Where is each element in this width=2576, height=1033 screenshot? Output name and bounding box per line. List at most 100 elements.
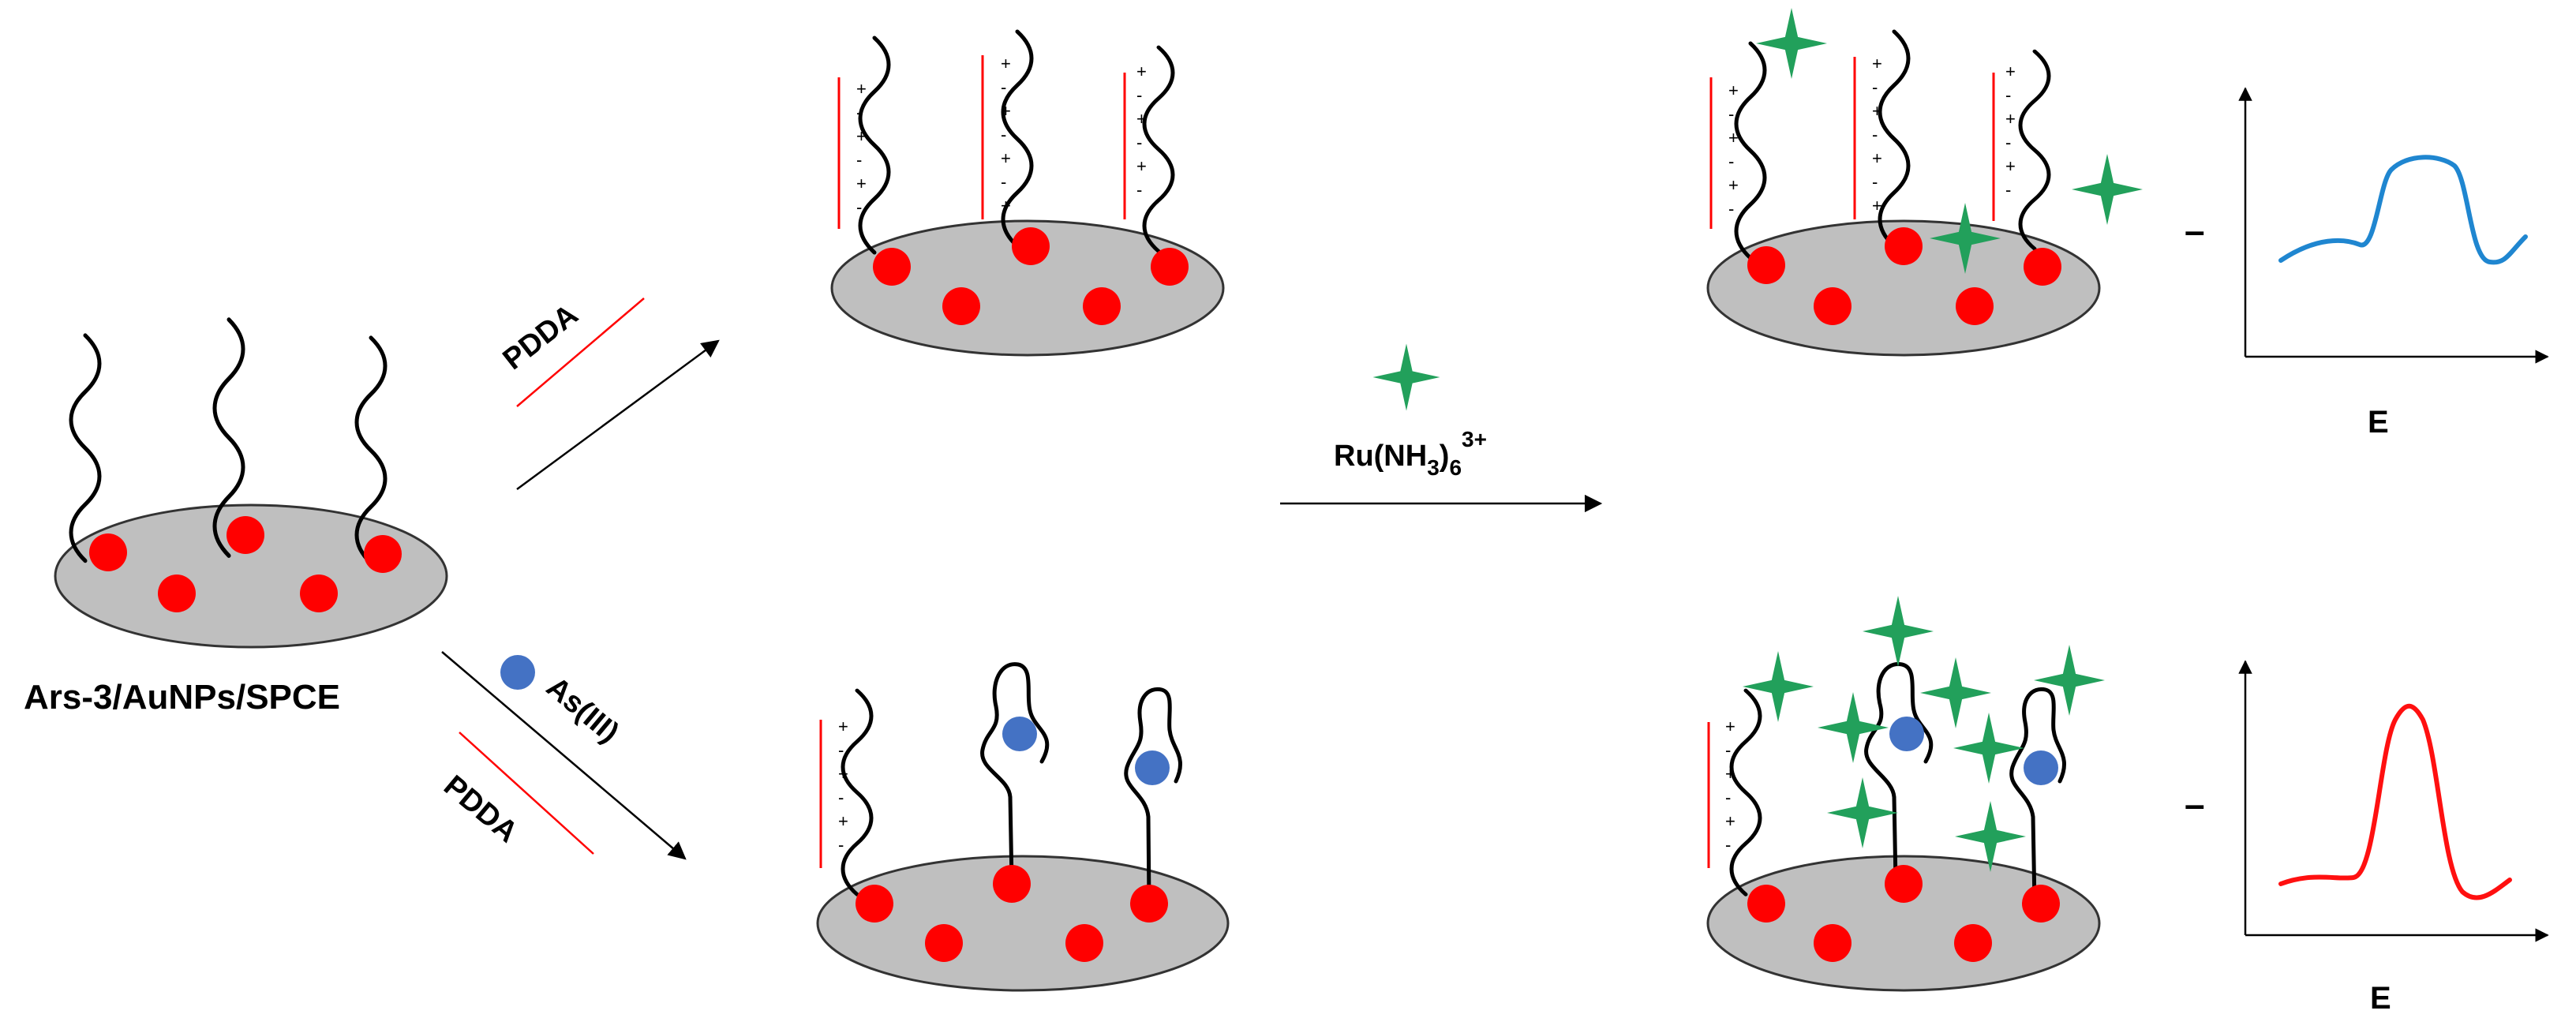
charge-sign: -	[1136, 180, 1142, 200]
charge-sign: -	[1728, 104, 1734, 124]
gold-nanoparticle	[1151, 248, 1189, 286]
charge-sign: +	[1872, 148, 1882, 168]
charge-sign: -	[838, 788, 844, 807]
ruthenium-complex	[1827, 777, 1898, 848]
gold-nanoparticle	[2024, 248, 2061, 286]
charge-sign: +	[1001, 101, 1011, 121]
gold-nanoparticle	[942, 287, 980, 325]
gold-nanoparticle	[1885, 865, 1923, 903]
charge-column: +-+-+-+	[1872, 54, 1882, 215]
gold-nanoparticle	[856, 885, 893, 923]
charge-sign: +	[856, 79, 867, 99]
charge-sign: -	[1001, 125, 1006, 144]
gold-nanoparticle	[1747, 246, 1785, 284]
charge-sign: -	[2005, 85, 2011, 105]
aptamer-strand	[1880, 32, 1908, 246]
charge-sign: +	[1725, 717, 1735, 736]
charge-sign: -	[2005, 180, 2011, 200]
upper-middle-electrode: +-+-+- +-+-+-+ +-+-+-	[830, 32, 1225, 357]
charge-sign: -	[1725, 835, 1731, 855]
gold-nanoparticle	[300, 575, 338, 612]
pdda-upper-arrow	[516, 339, 720, 491]
folded-aptamer	[2009, 687, 2066, 906]
gold-nanoparticle	[1814, 924, 1852, 962]
charge-sign: -	[856, 197, 862, 217]
arsenic-bound	[1002, 717, 1037, 751]
charge-sign: +	[856, 126, 867, 146]
ruthenium-complex	[1743, 651, 1814, 722]
charge-sign: -	[1872, 125, 1878, 144]
charge-sign: -	[1001, 172, 1006, 192]
charge-column: +-+-+-	[1725, 717, 1735, 855]
ruthenium-complex	[2072, 154, 2143, 225]
charge-sign: +	[1728, 175, 1739, 195]
lower-middle-electrode: +-+-+-	[816, 662, 1230, 992]
gold-nanoparticle	[993, 865, 1031, 903]
charge-sign: +	[1872, 54, 1882, 73]
pdda-upper-marker	[516, 298, 645, 407]
electrode-disc	[830, 219, 1225, 357]
charge-sign: +	[1872, 196, 1882, 215]
ruthenium-step: Ru(NH3)63+	[1280, 343, 1603, 513]
gold-nanoparticle	[158, 575, 196, 612]
arsenic-label: As(III)	[540, 671, 625, 750]
gold-nanoparticle	[1954, 924, 1992, 962]
charge-sign: -	[856, 150, 862, 170]
pdda-upper-label: PDDA	[497, 298, 585, 376]
charge-sign: +	[838, 764, 848, 784]
gold-nanoparticle	[1065, 924, 1103, 962]
charge-column: +-+-+-	[1728, 80, 1739, 219]
charge-sign: -	[1725, 788, 1731, 807]
charge-sign: +	[1001, 54, 1011, 73]
aptamer-strand	[1732, 691, 1760, 894]
folded-aptamer	[980, 662, 1050, 885]
pdda-upper-step: PDDA	[497, 298, 720, 491]
aptamer-strand	[1144, 47, 1173, 251]
charge-sign: -	[838, 740, 844, 760]
charge-sign: +	[1136, 109, 1147, 129]
gold-nanoparticle	[227, 516, 264, 554]
charge-column: +-+-+-	[838, 717, 848, 855]
gold-nanoparticle	[873, 248, 911, 286]
ruthenium-complex	[2034, 645, 2105, 716]
arsenic-icon	[500, 655, 535, 690]
charge-sign: +	[1725, 764, 1735, 784]
gold-nanoparticle	[1814, 287, 1852, 325]
electrode-disc	[54, 503, 448, 649]
gold-nanoparticle	[364, 535, 402, 573]
lower-right-electrode: +-+-+-	[1706, 596, 2105, 992]
electrode-disc	[1706, 855, 2101, 992]
voltammogram-high: – E	[2185, 660, 2549, 1016]
ruthenium-complex	[1756, 7, 1827, 79]
charge-sign: +	[1136, 62, 1147, 81]
peak-curve-low	[2278, 155, 2528, 265]
ruthenium-complex	[1953, 713, 2024, 784]
charge-sign: -	[2005, 133, 2011, 152]
gold-nanoparticle	[2022, 885, 2060, 923]
peak-curve-high	[2278, 703, 2512, 900]
charge-column: +-+-+-	[856, 79, 867, 217]
charge-sign: +	[1136, 156, 1147, 176]
charge-sign: +	[2005, 156, 2016, 176]
gold-nanoparticle	[1747, 885, 1785, 923]
folded-aptamer	[1124, 687, 1182, 906]
ruthenium-complex	[1863, 596, 1934, 667]
charge-sign: -	[838, 835, 844, 855]
voltammogram-low: – E	[2185, 87, 2549, 440]
charge-sign: -	[1136, 85, 1142, 105]
arsenic-bound	[1889, 717, 1924, 751]
charge-sign: -	[1728, 152, 1734, 171]
gold-nanoparticle	[1012, 227, 1050, 265]
upper-right-electrode: +-+-+- +-+-+-+ +-+-+-	[1706, 7, 2143, 357]
charge-sign: -	[1872, 77, 1878, 97]
charge-column: +-+-+-	[2005, 62, 2016, 200]
axis-label-e: E	[2368, 405, 2389, 440]
gold-nanoparticle	[89, 533, 127, 571]
ruthenium-complex	[1920, 657, 1991, 728]
arsenic-bound	[1135, 750, 1170, 785]
gold-nanoparticle	[925, 924, 963, 962]
charge-sign: +	[1725, 811, 1735, 831]
charge-sign: +	[1728, 128, 1739, 148]
charge-sign: -	[1728, 199, 1734, 219]
